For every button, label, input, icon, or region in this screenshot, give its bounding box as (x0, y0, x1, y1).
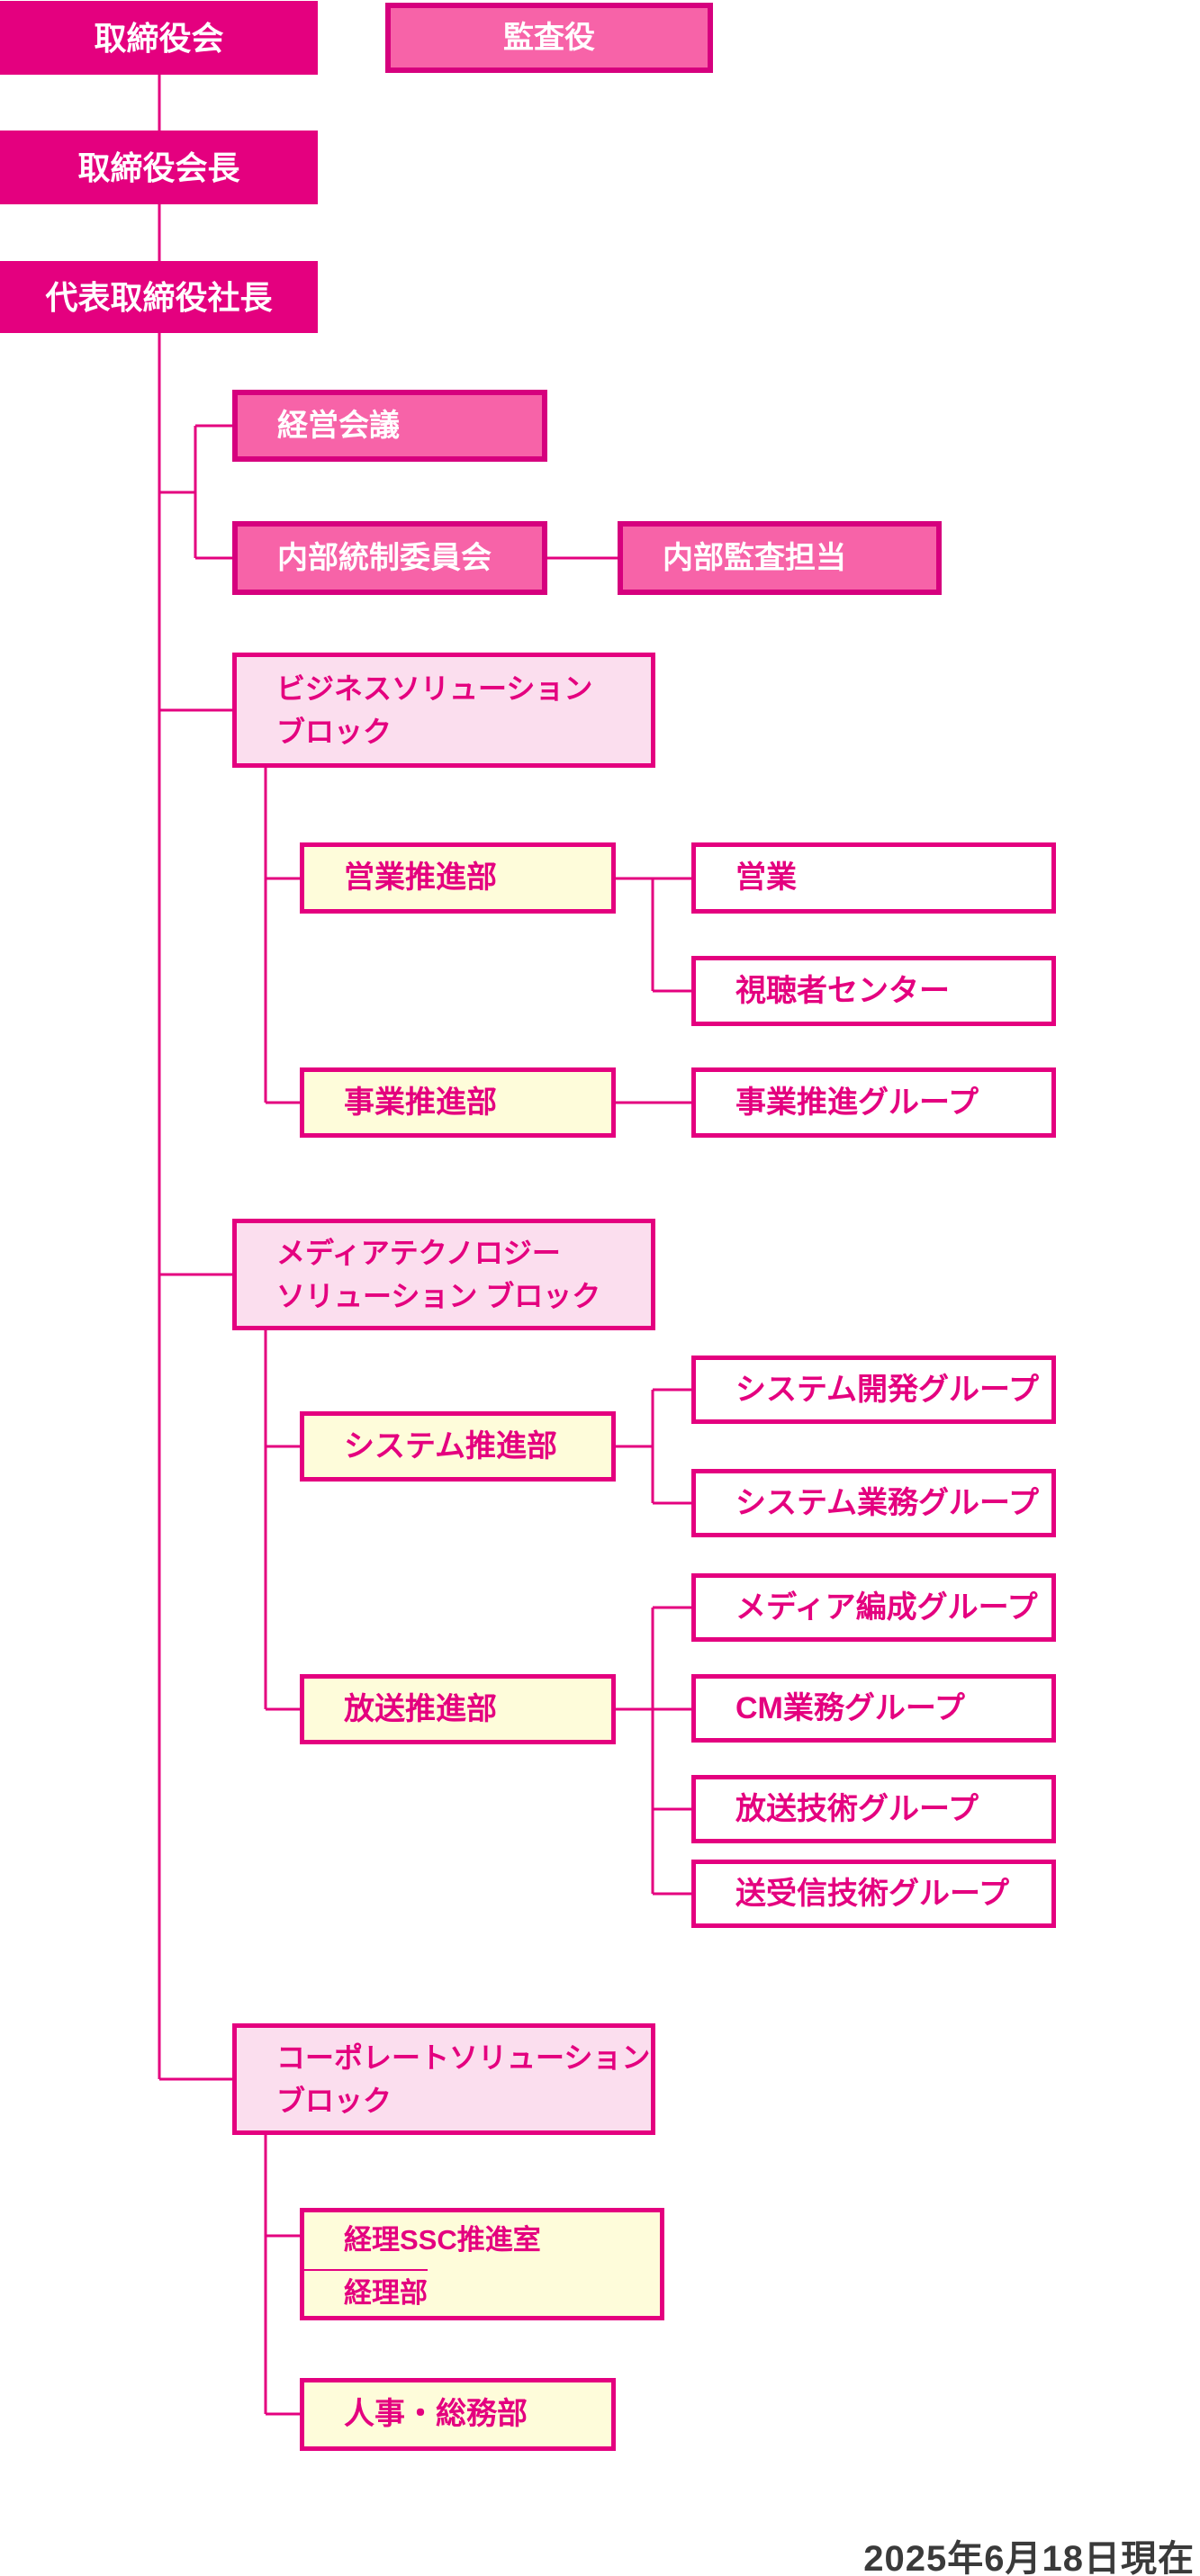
node-label: 代表取締役社長 (45, 278, 273, 316)
node-label: 視聴者センター (735, 973, 950, 1008)
node-broadcast-tech-group: 放送技術グループ (691, 1775, 1056, 1843)
node-sales-group: 営業 (691, 842, 1056, 914)
node-management-meeting: 経営会議 (232, 390, 547, 462)
node-label: システム推進部 (344, 1428, 557, 1464)
node-viewer-center: 視聴者センター (691, 956, 1056, 1026)
node-label: ブロック (276, 2085, 392, 2117)
node-label: 営業推進部 (344, 860, 497, 896)
node-broadcast-promotion-dept: 放送推進部 (300, 1674, 616, 1744)
node-label: システム開発グループ (735, 1372, 1039, 1407)
node-media-programming-group: メディア編成グループ (691, 1573, 1056, 1642)
node-system-promotion-dept: システム推進部 (300, 1411, 616, 1482)
node-cm-operations-group: CM業務グループ (691, 1674, 1056, 1743)
node-business-solution-block: ビジネスソリューションブロック (232, 653, 655, 768)
node-system-ops-group: システム業務グループ (691, 1469, 1056, 1537)
node-label: 監査役 (503, 20, 595, 55)
node-label: ブロック (276, 716, 392, 748)
node-chairman: 取締役会長 (0, 131, 318, 204)
node-auditor: 監査役 (385, 3, 713, 73)
node-media-technology-solution-block: メディアテクノロジーソリューション ブロック (232, 1219, 655, 1330)
node-internal-control-committee: 内部統制委員会 (232, 521, 547, 595)
node-label: 放送推進部 (344, 1691, 497, 1726)
as-of-date: 2025年6月18日現在 (863, 2539, 1195, 2576)
node-label: メディアテクノロジー (276, 1237, 561, 1269)
node-label: 経理SSC推進室 (344, 2224, 541, 2256)
node-label: ビジネスソリューション (276, 672, 593, 705)
node-label: ソリューション ブロック (276, 1280, 601, 1312)
node-label: 経営会議 (277, 408, 400, 443)
node-label: 営業 (735, 860, 797, 896)
node-corporate-solution-block: コーポレートソリューションブロック (232, 2023, 655, 2135)
node-label: 経理部 (304, 2269, 428, 2316)
node-system-dev-group: システム開発グループ (691, 1356, 1056, 1424)
node-label: 人事・総務部 (344, 2397, 528, 2432)
node-label: 取締役会 (94, 19, 224, 57)
node-business-promotion-dept: 事業推進部 (300, 1067, 616, 1138)
node-label: コーポレートソリューション (276, 2041, 651, 2074)
node-label: 事業推進部 (344, 1085, 497, 1120)
node-accounting-combined: 経理SSC推進室経理部 (300, 2208, 664, 2320)
node-label: CM業務グループ (735, 1690, 965, 1725)
node-label: メディア編成グループ (735, 1590, 1038, 1625)
node-board-of-directors: 取締役会 (0, 1, 318, 75)
node-label: 事業推進グループ (735, 1085, 979, 1120)
node-label: 内部統制委員会 (277, 540, 492, 575)
node-internal-audit: 内部監査担当 (618, 521, 942, 595)
node-hr-general-affairs-dept: 人事・総務部 (300, 2378, 616, 2451)
node-sales-promotion-dept: 営業推進部 (300, 842, 616, 914)
node-label: 放送技術グループ (735, 1791, 979, 1826)
node-transmission-tech-group: 送受信技術グループ (691, 1860, 1056, 1928)
node-business-promotion-group: 事業推進グループ (691, 1067, 1056, 1138)
node-label: 送受信技術グループ (735, 1876, 1009, 1911)
node-label: 内部監査担当 (663, 540, 846, 575)
node-president: 代表取締役社長 (0, 261, 318, 333)
node-label: システム業務グループ (735, 1485, 1039, 1520)
node-label: 取締役会長 (77, 149, 240, 186)
